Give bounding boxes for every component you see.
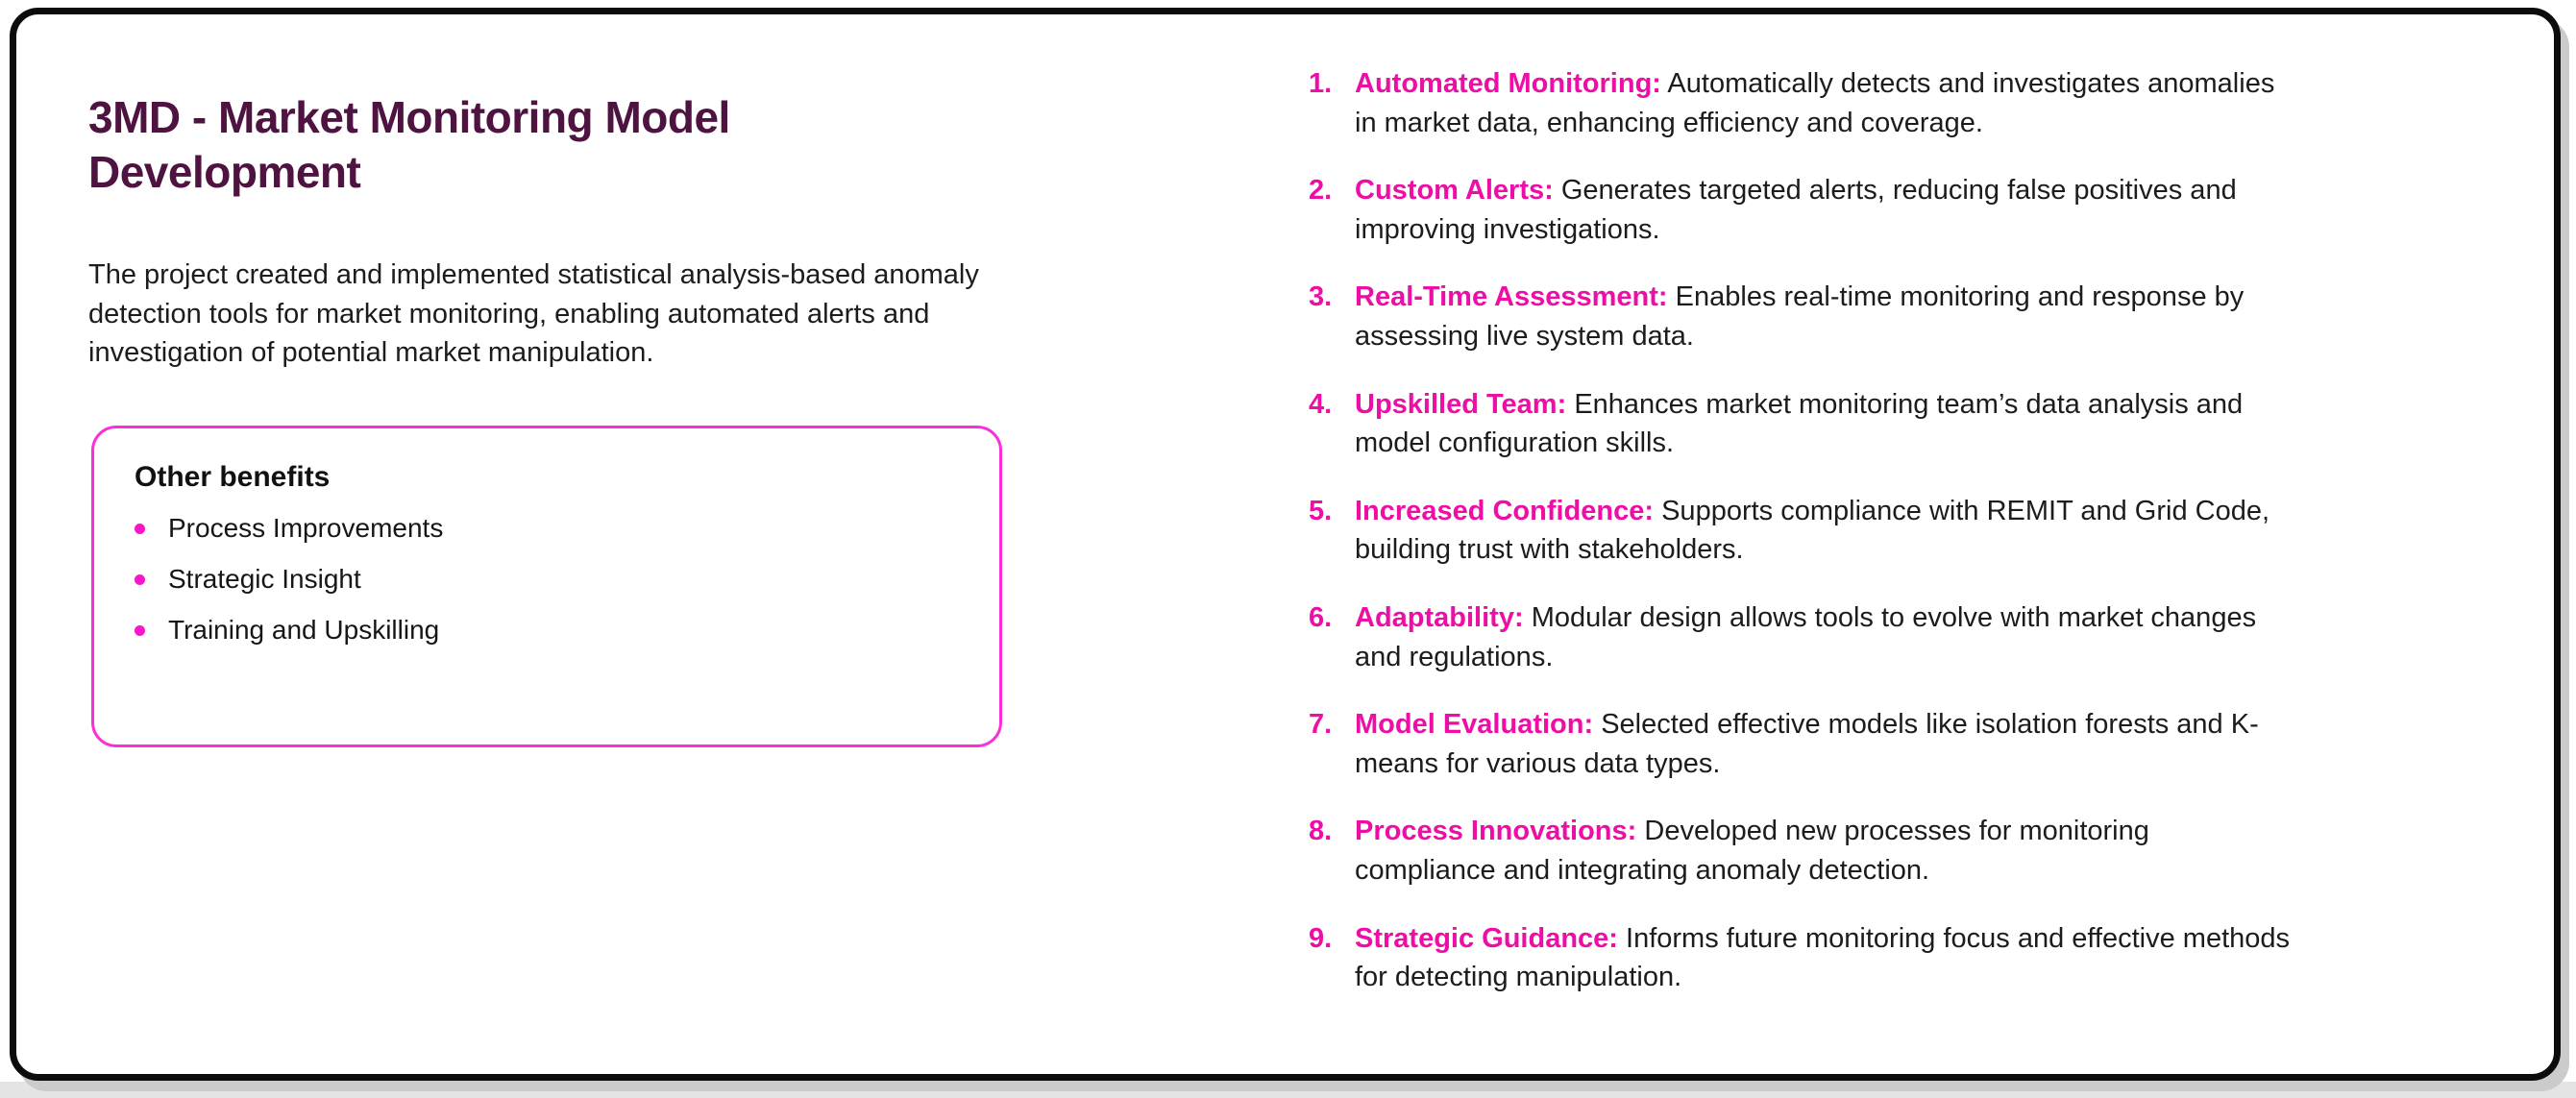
item-text: Increased Confidence: Supports complianc… <box>1355 492 2296 570</box>
item-number: 5. <box>1309 495 1333 526</box>
item-number: 7. <box>1309 709 1333 741</box>
item-description: Supports compliance with REMIT and Grid … <box>1355 495 2270 566</box>
bullet-dot-icon <box>135 624 145 636</box>
item-number: 9. <box>1309 922 1333 954</box>
numbered-item: 7. Model Evaluation: Selected effective … <box>1309 705 2500 783</box>
other-benefits-box: Other benefits Process Improvements Stra… <box>91 426 1002 747</box>
numbered-item: 1. Automated Monitoring: Automatically d… <box>1309 64 2500 142</box>
item-text: Custom Alerts: Generates targeted alerts… <box>1355 171 2296 249</box>
item-text: Model Evaluation: Selected effective mod… <box>1355 705 2296 783</box>
numbered-item: 2. Custom Alerts: Generates targeted ale… <box>1309 171 2500 249</box>
item-label: Adaptability: <box>1355 601 1524 633</box>
numbered-item: 5. Increased Confidence: Supports compli… <box>1309 492 2500 570</box>
item-label: Strategic Guidance: <box>1355 922 1618 954</box>
item-description: Modular design allows tools to evolve wi… <box>1355 601 2257 672</box>
item-text: Upskilled Team: Enhances market monitori… <box>1355 385 2296 463</box>
item-number: 8. <box>1309 816 1333 847</box>
item-label: Increased Confidence: <box>1355 495 1655 526</box>
item-label: Real-Time Assessment: <box>1355 281 1668 313</box>
item-description: Automatically detects and investigates a… <box>1355 68 2275 138</box>
item-text: Real-Time Assessment: Enables real-time … <box>1355 278 2296 355</box>
item-number: 2. <box>1309 175 1333 207</box>
item-number: 1. <box>1309 68 1333 99</box>
numbered-item: 9. Strategic Guidance: Informs future mo… <box>1309 919 2500 997</box>
item-description: Generates targeted alerts, reducing fals… <box>1355 175 2237 245</box>
numbered-item: 4. Upskilled Team: Enhances market monit… <box>1309 385 2500 463</box>
numbered-item: 3. Real-Time Assessment: Enables real-ti… <box>1309 278 2500 355</box>
item-label: Process Innovations: <box>1355 816 1637 847</box>
item-number: 4. <box>1309 388 1333 420</box>
slide-card-inner: 3MD - Market Monitoring Model Developmen… <box>16 14 2554 1074</box>
benefit-item: Training and Upskilling <box>135 615 999 646</box>
intro-paragraph: The project created and implemented stat… <box>88 259 979 369</box>
bullet-dot-icon <box>135 523 145 534</box>
benefit-label: Training and Upskilling <box>168 615 440 645</box>
item-description: Enhances market monitoring team’s data a… <box>1355 388 2244 459</box>
bottom-strip <box>0 1082 2576 1098</box>
numbered-item: 6. Adaptability: Modular design allows t… <box>1309 598 2500 676</box>
bullet-dot-icon <box>135 573 145 585</box>
benefit-label: Process Improvements <box>168 513 444 543</box>
item-label: Model Evaluation: <box>1355 709 1594 741</box>
slide-card: 3MD - Market Monitoring Model Developmen… <box>10 8 2561 1081</box>
item-label: Upskilled Team: <box>1355 388 1567 420</box>
benefit-item: Strategic Insight <box>135 564 999 595</box>
other-benefits-heading: Other benefits <box>135 461 331 493</box>
numbered-list: 1. Automated Monitoring: Automatically d… <box>1309 64 2500 1026</box>
item-text: Adaptability: Modular design allows tool… <box>1355 598 2296 676</box>
item-description: Developed new processes for monitoring c… <box>1355 816 2149 886</box>
item-text: Automated Monitoring: Automatically dete… <box>1355 64 2296 142</box>
item-text: Strategic Guidance: Informs future monit… <box>1355 919 2296 997</box>
item-number: 6. <box>1309 601 1333 633</box>
item-description: Selected effective models like isolation… <box>1355 709 2259 779</box>
item-text: Process Innovations: Developed new proce… <box>1355 812 2296 890</box>
page-title: 3MD - Market Monitoring Model Developmen… <box>88 91 730 197</box>
benefit-label: Strategic Insight <box>168 564 361 594</box>
item-description: Enables real-time monitoring and respons… <box>1355 281 2245 352</box>
item-label: Automated Monitoring: <box>1355 68 1661 99</box>
item-number: 3. <box>1309 281 1333 313</box>
item-label: Custom Alerts: <box>1355 175 1554 207</box>
benefits-list: Process Improvements Strategic Insight T… <box>135 513 999 646</box>
item-description: Informs future monitoring focus and effe… <box>1355 922 2291 993</box>
benefit-item: Process Improvements <box>135 513 999 544</box>
numbered-item: 8. Process Innovations: Developed new pr… <box>1309 812 2500 890</box>
